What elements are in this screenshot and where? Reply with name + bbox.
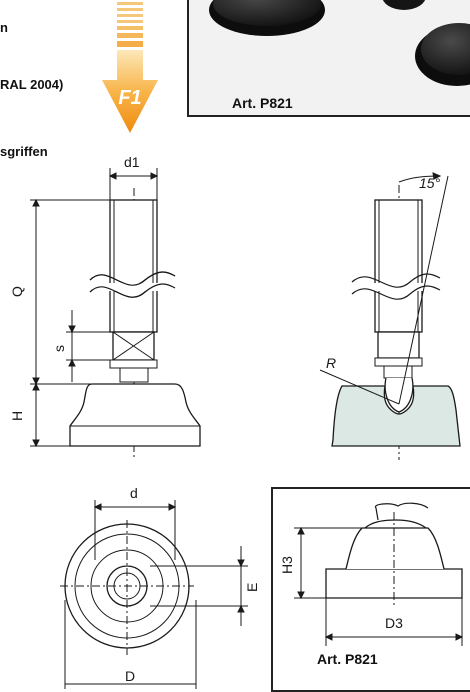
- dim-H: H: [9, 411, 25, 421]
- ball-joint-base: [331, 385, 461, 447]
- f1-badge-label: F1: [118, 87, 141, 109]
- dim-D: D: [125, 668, 135, 684]
- dim-Q: Q: [9, 286, 25, 297]
- dim-D3: D3: [385, 615, 403, 631]
- header-text-line-3: sgriffen: [0, 144, 48, 159]
- photo-caption: Art. P821: [232, 95, 293, 111]
- header-text-line-1: n: [0, 20, 8, 35]
- dim-d1: d1: [124, 154, 140, 170]
- threaded-stud-right: [374, 199, 423, 333]
- p821-detail-box: Art. P821: [271, 487, 470, 692]
- dim-R: R: [326, 355, 336, 371]
- dim-angle: 15°: [419, 175, 441, 191]
- dim-s: s: [51, 345, 67, 352]
- dim-d: d: [130, 485, 138, 501]
- header-text-line-2: RAL 2004): [0, 77, 64, 92]
- dim-E: E: [244, 583, 260, 592]
- base-left: [69, 383, 201, 447]
- threaded-stud-left: [109, 199, 158, 333]
- product-photo: Art. P821: [187, 0, 470, 117]
- p821-caption: Art. P821: [317, 651, 378, 667]
- f1-arrow-icon: F1: [102, 2, 158, 133]
- dim-H3: H3: [279, 556, 295, 574]
